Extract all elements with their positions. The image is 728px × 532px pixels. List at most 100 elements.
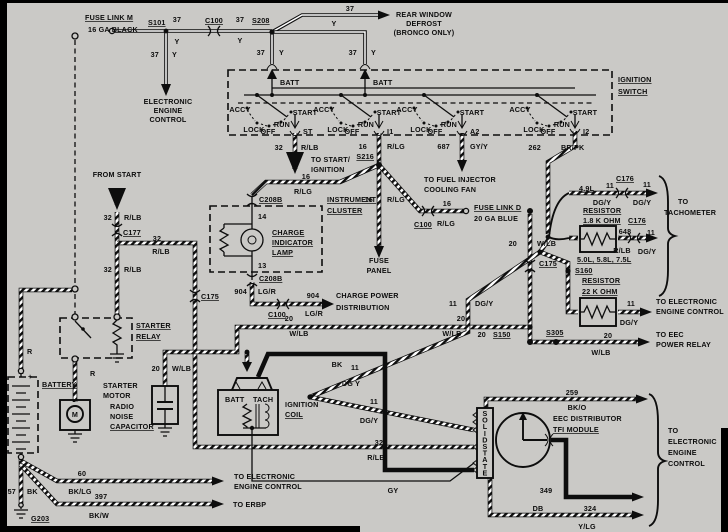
wire-dgy-22k: DG/Y [620, 318, 638, 327]
coil-secondary-winding-icon [264, 403, 270, 429]
wire-rlg-cluster: R/LG [294, 187, 312, 196]
tfi-module-label-1: EEC DISTRIBUTOR [553, 414, 622, 423]
wire-rlb-c177b: R/LB [124, 265, 142, 274]
dest-tachometer-1: TO [678, 197, 688, 206]
c176-top-connector-icon [615, 187, 629, 199]
resistor-22k-1: RESISTOR [582, 276, 621, 285]
wire-20-eecrelay: 20 [604, 331, 612, 340]
battery-cells-icon [12, 374, 30, 456]
instrument-cluster-1: INSTRUMENT [327, 195, 377, 204]
dest-eec-bottomright-3: ENGINE [668, 448, 697, 457]
wire-397-arrow-icon [212, 499, 224, 509]
wire-gy [251, 428, 475, 482]
conn-c176-top-label: C176 [616, 174, 634, 183]
sw4-run: RUN [554, 120, 570, 129]
splice-dots [81, 28, 571, 431]
charge-dist-arrow-icon [322, 298, 334, 310]
capacitor-plates-icon [157, 401, 173, 410]
dest-defrost-3: (BRONCO ONLY) [394, 28, 455, 37]
dest-erbp: TO ERBP [233, 500, 266, 509]
wire-16-ign: 16 [359, 142, 367, 151]
wire-16-fusepanel: 16 [365, 195, 373, 204]
wire-16-cluster: 16 [302, 172, 310, 181]
dest-start-ignition-1: TO START/ [311, 155, 350, 164]
wire-37-defrost: 37 [346, 4, 354, 13]
splice-s208-label: S208 [252, 16, 270, 25]
wire-y-1: Y [175, 37, 180, 46]
open-terminals [17, 27, 470, 508]
batt-stems [271, 79, 366, 95]
wire-20-wlb-left: 20 [285, 314, 293, 323]
wires-double [112, 13, 378, 84]
wire-lgr-right: LG/R [305, 309, 324, 318]
conn-c100-right-label: C100 [414, 220, 432, 229]
motor-ground-icon [68, 430, 82, 443]
conn-c175-right-label: C175 [539, 259, 557, 268]
wire-defrost-run-overlay [271, 14, 378, 33]
wire-bklg: BK/LG [68, 487, 92, 496]
radio-capacitor-1: RADIO [110, 402, 134, 411]
charge-indicator-lamp-3: LAMP [272, 248, 293, 257]
starter-motor-2: MOTOR [103, 391, 131, 400]
batt1-arrow-icon [267, 69, 277, 79]
wire-904lgr-overlay [250, 282, 322, 306]
wire-r-battery: R [27, 347, 33, 356]
sw4-off: OFF [541, 127, 556, 136]
distributor-connector-icon [544, 433, 554, 447]
wire-dgy-trunk: DG Y [342, 379, 360, 388]
tach-50-arrow-icon [646, 233, 658, 243]
wire-37-2: 37 [236, 15, 244, 24]
sw4-accy: ACCY [509, 105, 530, 114]
fuse-link-d-1: FUSE LINK D [474, 203, 521, 212]
arrows [108, 10, 658, 520]
resistor-22k-2: 22 K OHM [582, 287, 618, 296]
dest-defrost-2: DEFROST [406, 19, 442, 28]
ignition-coil-2: COIL [285, 410, 303, 419]
sw3-lock: LOCK [410, 125, 432, 134]
charge-lamp-filament-icon [247, 235, 257, 245]
sw4-term-i2: I2 [583, 127, 589, 136]
sw2-term-i1: I1 [387, 127, 393, 136]
c175-left-connector-icon [189, 289, 201, 303]
wire-wlb-left-overlay [163, 325, 530, 386]
wire-y-s208-drop: Y [279, 48, 284, 57]
dest-eec-top-1: ELECTRONIC [144, 97, 193, 106]
wire-gyy: GY/Y [470, 142, 488, 151]
wire-bk-coil: BK [332, 360, 343, 369]
wire-904-right: 904 [307, 291, 320, 300]
wire-rlg-fusepanel: R/LG [387, 195, 405, 204]
wire-324ylg-overlay [488, 478, 632, 517]
tfi-module-box [476, 407, 494, 479]
wire-32-ign: 32 [275, 143, 283, 152]
wire-349: 349 [540, 486, 553, 495]
eec-relay-arrow-icon [638, 337, 650, 347]
wire-60bklg-overlay [20, 459, 214, 483]
sw3-off: OFF [428, 127, 443, 136]
coil-batt-terminal: BATT [225, 395, 245, 404]
wire-11-50: 11 [647, 228, 655, 237]
wire-60-arrow-icon [212, 476, 224, 486]
c176-bot-connector-icon [627, 232, 641, 244]
wire-dgy-49b: DG/Y [633, 198, 651, 207]
wire-y-eec: Y [172, 50, 177, 59]
wire-wlb-cap: W/LB [172, 364, 191, 373]
junctions [17, 27, 573, 508]
starter-relay-2: RELAY [136, 332, 161, 341]
dest-eec-power-relay-1: TO EEC [656, 330, 684, 339]
wire-37-s208-drop: 37 [257, 48, 265, 57]
c208b-bot-connector-icon [246, 273, 258, 287]
capacitor-ground-icon [158, 424, 172, 437]
wire-rlb-648: R/LB [613, 246, 631, 255]
wire-wlb-right: W/LB [442, 329, 461, 338]
cluster-resistor-icon [218, 227, 230, 253]
tachometer-bracket [658, 175, 679, 297]
scan-border-top [0, 0, 728, 3]
tach-49-arrow-icon [646, 188, 658, 198]
wire-gy: GY [388, 486, 399, 495]
wire-dgy-50: DG/Y [638, 247, 656, 256]
wire-32-branch: 32 [153, 234, 161, 243]
terminal-stems [294, 114, 576, 127]
ignition-exit-connectors-icon [289, 128, 581, 136]
